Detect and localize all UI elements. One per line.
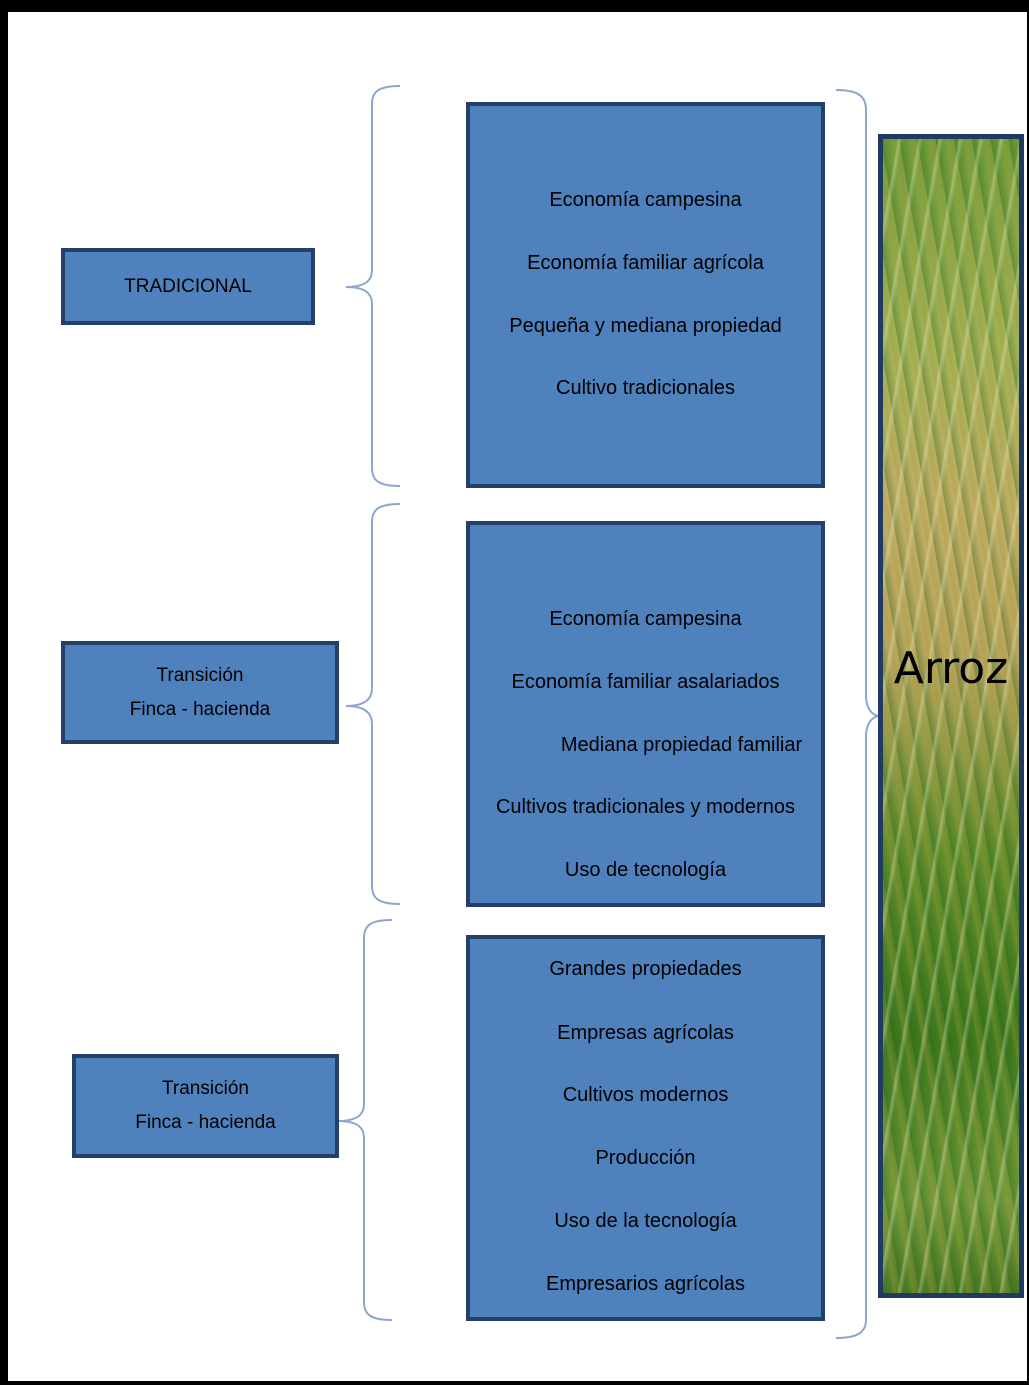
category-tradicional: TRADICIONAL xyxy=(61,248,315,325)
brace-transicion-1 xyxy=(345,503,401,905)
category-tradicional-label: TRADICIONAL xyxy=(124,275,252,297)
detail-item: Cultivos tradicionales y modernos xyxy=(495,796,796,818)
category-transicion-1-line1: Transición xyxy=(156,664,244,686)
detail-item: Grandes propiedades xyxy=(549,958,742,980)
category-transicion-1-line2: Finca - hacienda xyxy=(129,698,271,720)
detail-item: Empresarios agrícolas xyxy=(546,1273,745,1295)
detail-box-transicion-1: Economía campesina Economía familiar asa… xyxy=(466,521,825,907)
detail-item: Economía familiar agrícola xyxy=(527,252,764,274)
detail-box-transicion-2: Grandes propiedades Empresas agrícolas C… xyxy=(466,935,825,1321)
category-transicion-2-line2: Finca - hacienda xyxy=(135,1112,276,1133)
brace-tradicional xyxy=(345,85,401,487)
rice-photo: Arroz xyxy=(878,134,1024,1298)
detail-item: Empresas agrícolas xyxy=(557,1022,734,1044)
detail-item: Mediana propiedad familiar xyxy=(560,734,803,756)
detail-item: Pequeña y mediana propiedad xyxy=(509,315,782,337)
detail-box-tradicional: Economía campesina Economía familiar agr… xyxy=(466,102,825,488)
detail-item: Cultivo tradicionales xyxy=(556,377,735,399)
detail-item: Producción xyxy=(595,1147,696,1169)
category-transicion-1: Transición Finca - hacienda xyxy=(61,641,339,744)
category-transicion-2-line1: Transición xyxy=(162,1078,249,1099)
photo-title: Arroz xyxy=(893,643,1009,694)
brace-arroz xyxy=(835,89,881,1339)
detail-item: Cultivos modernos xyxy=(562,1084,729,1106)
brace-transicion-2 xyxy=(337,919,393,1321)
detail-item: Uso de la tecnología xyxy=(554,1210,737,1232)
category-transicion-2: Transición Finca - hacienda xyxy=(72,1054,339,1158)
detail-item: Economía campesina xyxy=(549,189,742,211)
detail-item: Economía familiar asalariados xyxy=(511,671,780,693)
detail-item: Economía campesina xyxy=(549,608,742,630)
detail-item: Uso de tecnología xyxy=(564,859,727,881)
